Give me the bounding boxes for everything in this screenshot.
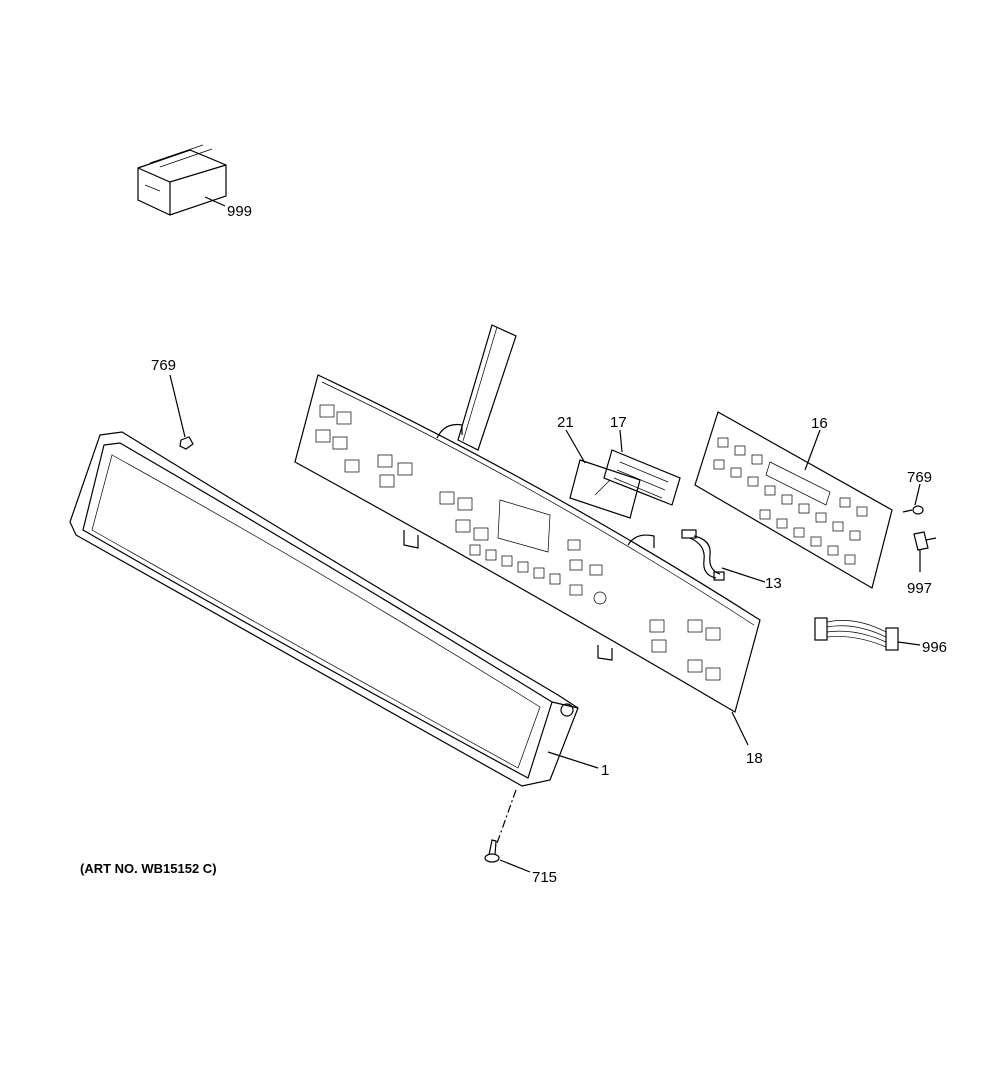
- part-16-control-board: [694, 411, 893, 589]
- callout-18: 18: [746, 750, 763, 767]
- callout-715: 715: [532, 869, 557, 886]
- part-769-screw-right: [902, 505, 924, 515]
- part-769-nut: [179, 436, 194, 450]
- callout-996: 996: [922, 639, 947, 656]
- callout-997: 997: [907, 580, 932, 597]
- part-18-control-panel: [294, 374, 761, 713]
- callout-999: 999: [227, 203, 252, 220]
- callout-21: 21: [557, 414, 574, 431]
- part-13-wire-harness: [681, 529, 725, 581]
- callout-1: 1: [601, 762, 609, 779]
- part-21-display-window: [569, 459, 641, 519]
- part-17-grille: [603, 449, 681, 506]
- callout-769-right: 769: [907, 469, 932, 486]
- part-715-screw: [484, 839, 500, 863]
- part-996-ribbon-cable: [814, 617, 899, 651]
- art-number: (ART NO. WB15152 C): [80, 861, 217, 876]
- part-1-trim-frame: [69, 431, 579, 787]
- callout-769-left: 769: [151, 357, 176, 374]
- callout-16: 16: [811, 415, 828, 432]
- part-997-connector: [913, 531, 937, 551]
- callout-13: 13: [765, 575, 782, 592]
- part-999-box: [137, 144, 227, 216]
- bracket: [457, 324, 517, 451]
- callout-17: 17: [610, 414, 627, 431]
